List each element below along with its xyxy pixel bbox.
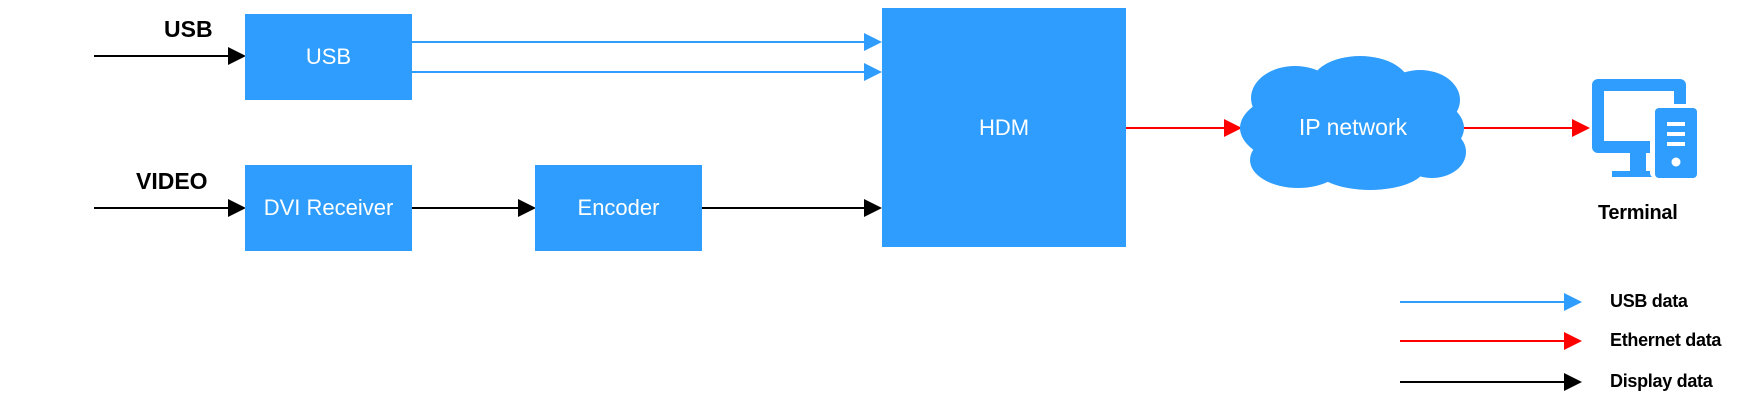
- legend-ethernet-label: Ethernet data: [1610, 330, 1722, 350]
- dvi-receiver-block: DVI Receiver: [245, 165, 412, 251]
- usb-input-label: USB: [164, 16, 213, 42]
- hdm-to-network-arrow: [1126, 119, 1242, 137]
- dvi-to-encoder-arrow: [412, 199, 536, 217]
- hdm-label: HDM: [978, 114, 1030, 140]
- legend-usb-label: USB data: [1610, 291, 1688, 311]
- computer-terminal-icon: [1592, 79, 1700, 178]
- video-input-label: VIDEO: [136, 168, 208, 194]
- dvi-receiver-label: DVI Receiver: [263, 195, 394, 220]
- video-input-arrow: [94, 199, 246, 217]
- legend-usb-line: [1400, 293, 1582, 311]
- usb-block-label: USB: [305, 44, 352, 69]
- hdm-block: HDM: [882, 8, 1126, 247]
- usb-to-hdm-arrow-2: [412, 63, 882, 81]
- terminal-label: Terminal: [1598, 202, 1678, 224]
- encoder-to-hdm-arrow: [702, 199, 882, 217]
- usb-block: USB: [245, 14, 412, 100]
- network-to-terminal-arrow: [1464, 119, 1590, 137]
- legend-display-line: [1400, 373, 1582, 391]
- legend-display-label: Display data: [1610, 371, 1713, 391]
- encoder-label: Encoder: [577, 195, 660, 220]
- usb-to-hdm-arrow-1: [412, 33, 882, 51]
- ip-network-label: IP network: [1298, 114, 1408, 140]
- usb-input-arrow: [94, 47, 246, 65]
- legend-ethernet-line: [1400, 332, 1582, 350]
- ip-network-cloud: [1240, 56, 1466, 190]
- encoder-block: Encoder: [535, 165, 702, 251]
